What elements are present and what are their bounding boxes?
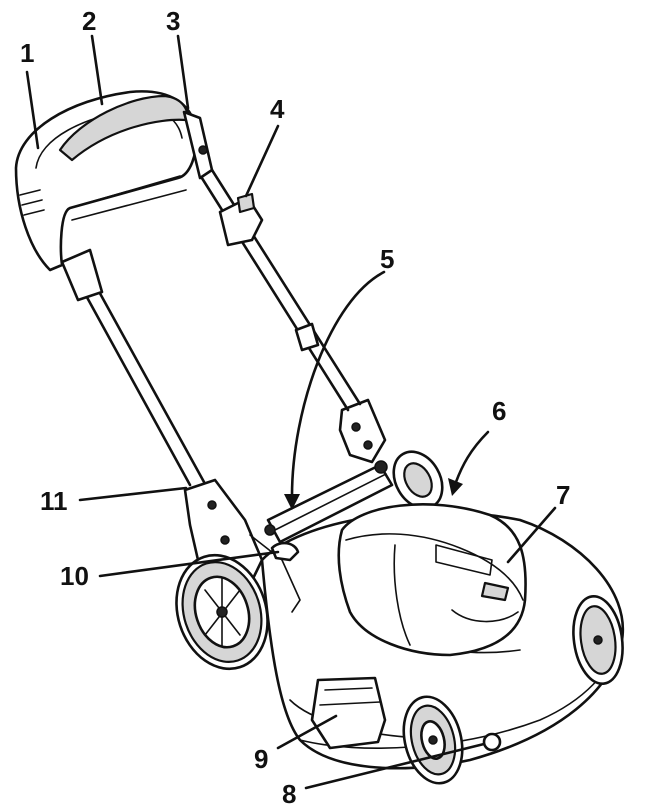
callout-3: 3: [166, 6, 180, 36]
front-wheel-right: [572, 595, 624, 685]
leader-line-10: [98, 550, 280, 578]
front-height-knob: [482, 732, 502, 752]
leader-line-5: [284, 270, 386, 510]
leader-lines: [25, 34, 557, 790]
callout-5: 5: [380, 244, 394, 274]
rear-axle-bar: [266, 463, 394, 544]
rear-discharge-door: [310, 676, 387, 750]
leader-line-11: [78, 486, 188, 502]
callout-4: 4: [270, 94, 285, 124]
callout-labels: 1 2 3 4 5 6 7 8 9 10 11: [20, 6, 570, 809]
callout-8: 8: [282, 779, 296, 809]
rear-wheel-left: [175, 553, 269, 671]
leader-line-8: [304, 742, 486, 790]
leader-line-3: [176, 34, 190, 110]
leader-line-2: [90, 34, 104, 106]
callout-11: 11: [40, 486, 68, 516]
height-adjust-lever: [270, 541, 300, 562]
leader-line-4: [244, 124, 280, 198]
bail-bar: [58, 94, 189, 162]
callout-6: 6: [492, 396, 506, 426]
leader-line-1: [25, 70, 40, 150]
callout-2: 2: [82, 6, 96, 36]
callout-1: 1: [20, 38, 34, 68]
leader-line-6: [448, 430, 490, 496]
front-wheel-left: [402, 695, 464, 785]
rear-wheel-right: [392, 450, 444, 510]
callout-10: 10: [60, 561, 89, 591]
lower-handle-left: [70, 268, 192, 487]
leader-line-7: [506, 506, 557, 564]
callout-7: 7: [556, 480, 570, 510]
leader-line-9: [276, 714, 338, 750]
lawn-mower-illustration: [14, 90, 625, 785]
callout-9: 9: [254, 744, 268, 774]
battery-cover: [337, 503, 527, 657]
